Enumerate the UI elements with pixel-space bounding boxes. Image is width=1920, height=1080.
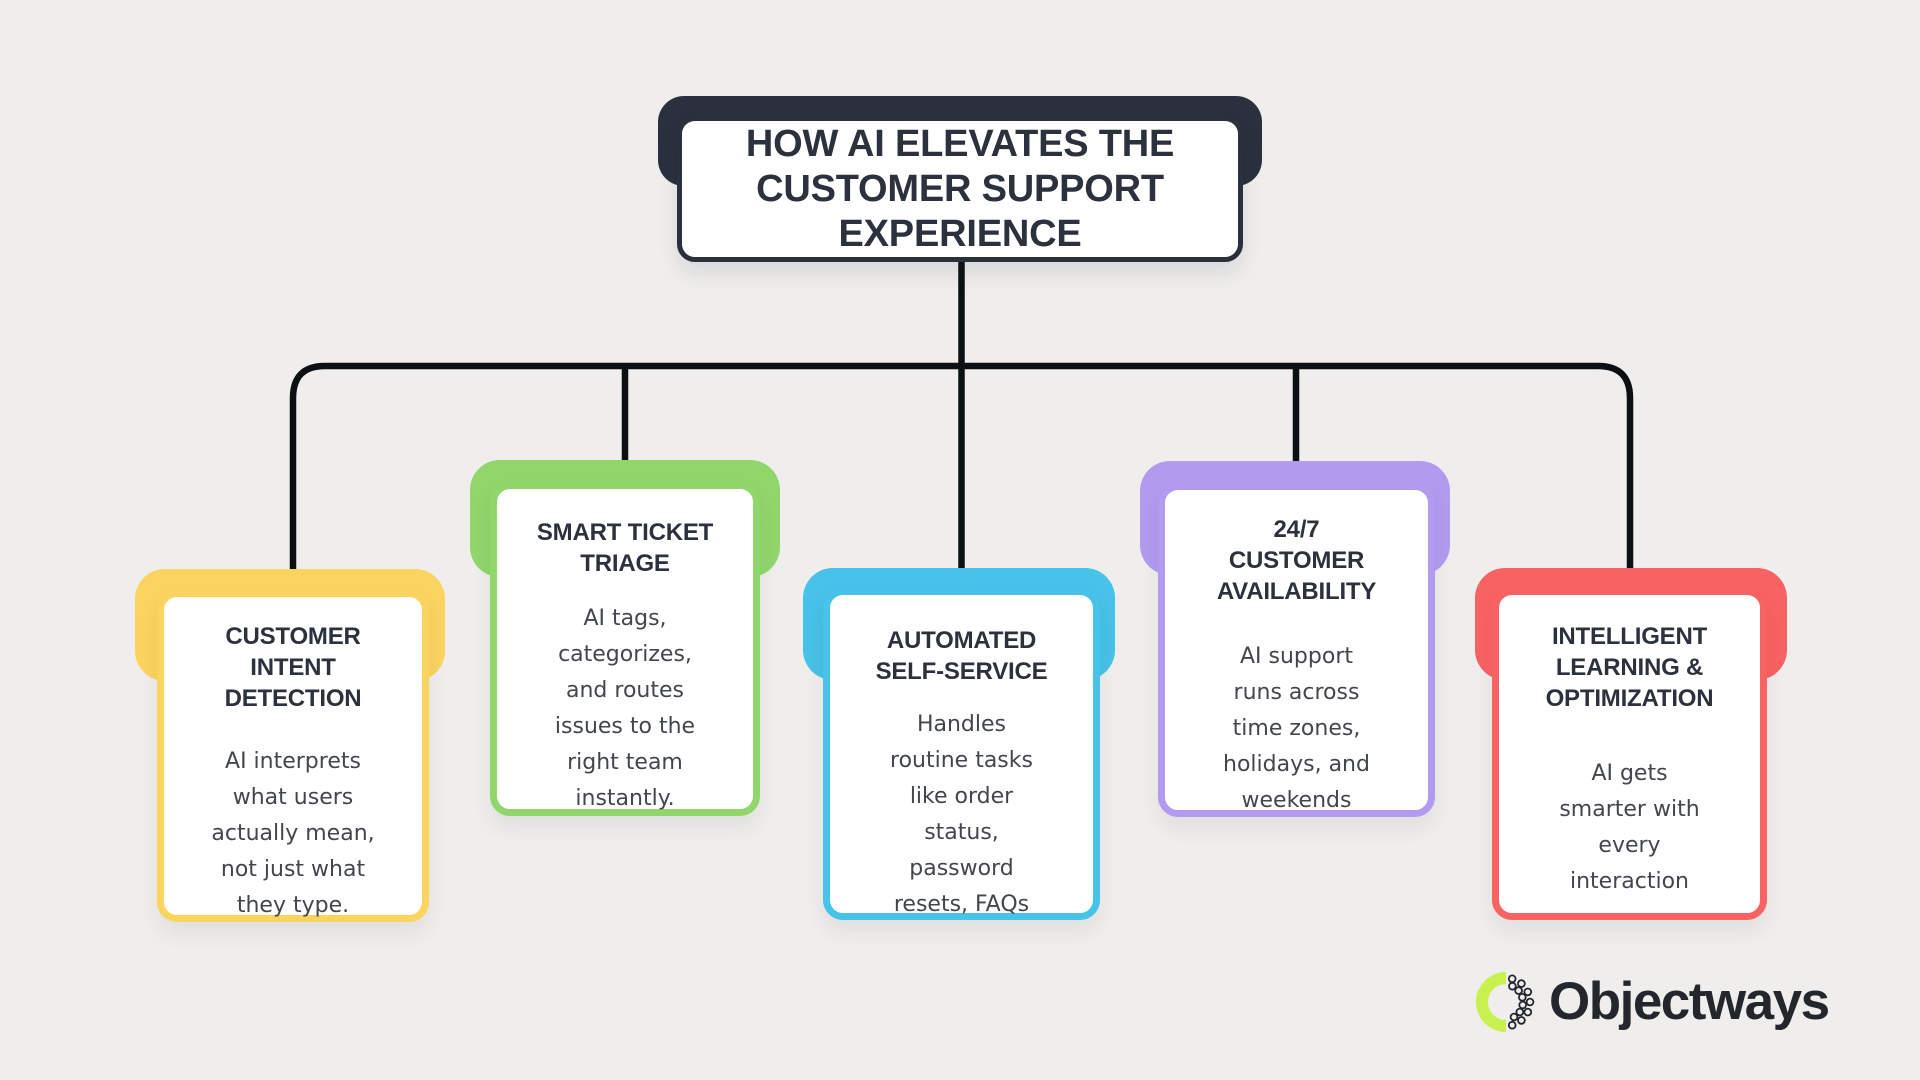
card-description: AI tags, categorizes, and routes issues … [554,606,696,811]
objectways-logo: Objectways [1476,971,1830,1032]
title-box: HOW AI ELEVATES THE CUSTOMER SUPPORT EXP… [677,116,1243,262]
card-box: 24/7 CUSTOMER AVAILABILITY AI support ru… [1158,483,1435,817]
objectways-logo-icon [1476,971,1535,1032]
card-box: CUSTOMER INTENT DETECTION AI interprets … [157,590,429,922]
card-heading: INTELLIGENT LEARNING & OPTIMIZATION [1545,623,1714,712]
hexagon-pattern [1507,974,1535,1029]
card-heading: CUSTOMER INTENT DETECTION [224,623,362,712]
connector-branch-bar [289,362,1634,572]
card-box: AUTOMATED SELF-SERVICE Handles routine t… [823,588,1100,920]
card-heading: 24/7 CUSTOMER AVAILABILITY [1216,516,1377,605]
card-description: AI gets smarter with every interaction [1559,761,1700,894]
card-description: AI support runs across time zones, holid… [1223,644,1370,813]
card-box: INTELLIGENT LEARNING & OPTIMIZATION AI g… [1492,588,1767,920]
card-heading: AUTOMATED SELF-SERVICE [875,627,1048,685]
card-box: SMART TICKET TRIAGE AI tags, categorizes… [490,482,760,816]
page-title: HOW AI ELEVATES THE CUSTOMER SUPPORT EXP… [745,122,1175,255]
logo-text: Objectways [1549,972,1830,1031]
card-description: AI interprets what users actually mean, … [211,749,375,918]
card-description: Handles routine tasks like order status,… [890,712,1033,917]
card-heading: SMART TICKET TRIAGE [536,519,714,577]
